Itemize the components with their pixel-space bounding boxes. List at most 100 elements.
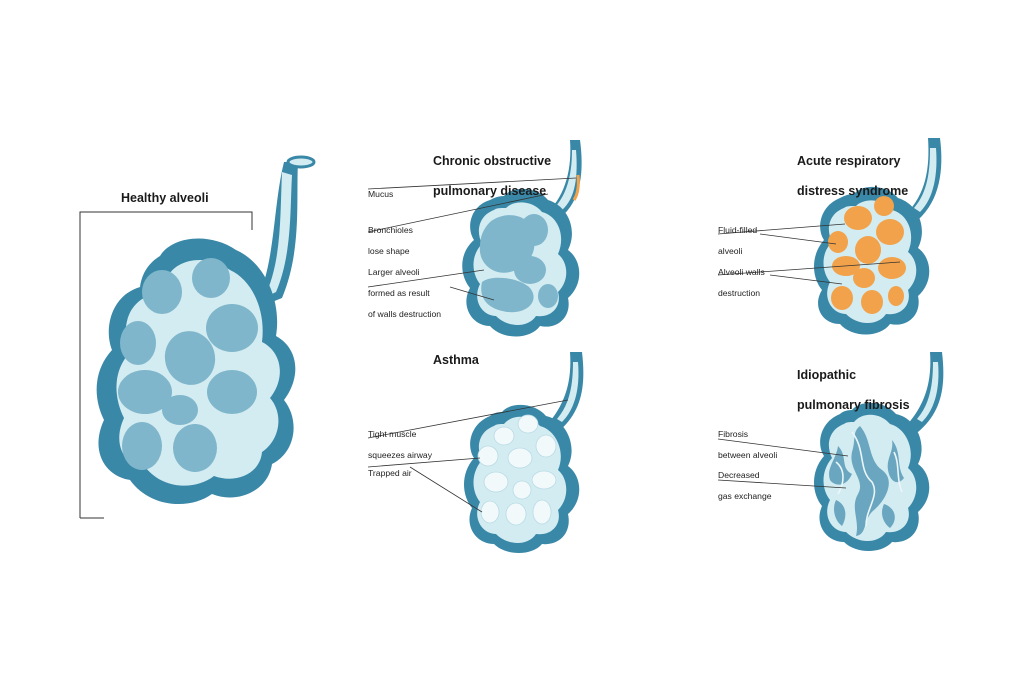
ards-fluid-alveolus [844,206,872,230]
ipf-fibrosis-text-1: Fibrosis [718,428,749,439]
copd-larger-text-1: Larger alveoli [368,266,420,277]
copd-bronchioles-label: Bronchioles lose shape [368,214,413,267]
asthma-alveolus [507,447,533,469]
ards-title: Acute respiratory distress syndrome [797,139,908,214]
ards-fluid-leader-2 [759,233,837,245]
ipf-fibrosis-band [829,446,852,485]
healthy-alveolus [192,258,230,298]
asthma-tight-text-1: Tight muscle [368,428,417,439]
copd-alveolus [514,256,546,284]
copd-alveolus [538,284,558,308]
ards-title-line2: distress syndrome [797,184,909,198]
ards-fluid-alveolus [853,268,875,288]
healthy-title: Healthy alveoli [121,191,209,205]
ards-alveoli-cluster [717,138,942,335]
ipf-fibrosis-band [882,504,895,528]
copd-enlarged-alveolus [481,277,534,313]
healthy-bracket [79,211,253,518]
copd-bronchioles-text-2: lose shape [368,245,410,256]
ards-walls-text-1: Alveoli walls [718,266,765,277]
healthy-alveolus [162,395,198,425]
ipf-wall-fold [893,451,903,493]
healthy-alveolus [122,422,162,470]
ards-walls-text-2: destruction [718,287,761,298]
ards-fluid-alveolus [878,257,906,279]
asthma-alveoli-cluster [367,352,584,553]
asthma-alveolus [477,445,499,467]
copd-larger-label: Larger alveoli formed as result of walls… [368,256,441,330]
ards-airway-lumen [914,148,937,212]
asthma-trapped-text: Trapped air [368,467,412,478]
asthma-alveolus [532,499,552,525]
asthma-airway-lumen [557,362,579,422]
ards-fluid-alveolus [861,290,883,314]
ards-fluid-alveolus [828,231,848,253]
asthma-trapped-label: Trapped air [368,457,412,489]
ipf-fibrosis-band [834,500,846,526]
asthma-alveolus [531,470,557,490]
healthy-alveolus [207,370,257,414]
copd-larger-leader-2 [449,286,495,301]
copd-mucus-label: Mucus [368,178,393,210]
ipf-gas-label: Decreased gas exchange [718,459,772,512]
ards-walls-leader-2 [769,274,843,285]
healthy-alveolus [118,370,172,414]
ipf-wall-fold [851,431,876,527]
ipf-fibrosis-label: Fibrosis between alveoli [718,418,777,471]
healthy-alveolus [120,321,156,365]
ards-fluid-label: Fluid-filled alveoli [718,214,757,267]
ipf-wall-fold [835,461,844,495]
asthma-alveolus [505,502,527,526]
copd-bronchioles-leader [367,193,549,233]
copd-larger-text-2: formed as result [368,287,430,298]
copd-larger-leader [367,269,485,288]
asthma-title: Asthma [433,353,479,367]
ipf-gas-leader [717,479,847,489]
asthma-alveolus [483,471,509,493]
ards-walls-leader [717,261,901,276]
asthma-tight-text-2: squeezes airway [368,449,433,460]
copd-title-line1: Chronic obstructive [433,154,552,168]
ipf-airway-lumen [917,362,939,422]
asthma-tight-label: Tight muscle squeezes airway [368,418,432,471]
ipf-fibrosis-text-2: between alveoli [718,449,778,460]
copd-alveolus [520,214,548,246]
ipf-alveoli-cluster [717,352,944,551]
copd-airway-lumen [556,150,577,210]
healthy-alveolus [142,270,182,314]
copd-mucus-text: Mucus [368,188,394,199]
asthma-trapped-leader-2 [409,466,483,513]
ards-fluid-alveolus [831,286,853,310]
ards-walls-label: Alveoli walls destruction [718,256,765,309]
ards-fluid-alveolus [876,219,904,245]
healthy-airway-lumen [264,172,292,298]
asthma-tight-leader [367,399,569,439]
ards-fluid-text-2: alveoli [718,245,743,256]
healthy-alveolus [164,331,216,385]
healthy-alveolus [206,304,258,352]
ards-fluid-alveolus [874,196,894,216]
asthma-trapped-leader [367,457,481,468]
healthy-alveolus [173,424,217,472]
ards-fluid-text-1: Fluid-filled [718,224,758,235]
asthma-alveolus [493,426,515,446]
ards-fluid-leader [717,223,846,235]
healthy-alveoli-cluster [79,155,316,519]
asthma-alveolus [535,434,557,458]
copd-mucus-leader [367,177,577,190]
ards-fluid-alveolus [855,236,881,264]
asthma-alveolus [512,480,532,500]
asthma-alveolus [480,500,500,524]
ipf-fibrosis-band [887,440,904,483]
healthy-airway-opening [286,155,316,169]
ipf-gas-text-1: Decreased [718,469,760,480]
ards-title-line1: Acute respiratory [797,154,901,168]
ipf-title-line1: Idiopathic [797,368,857,382]
copd-title: Chronic obstructive pulmonary disease [433,139,551,214]
copd-bronchioles-text-1: Bronchioles [368,224,413,235]
ipf-gas-text-2: gas exchange [718,490,772,501]
ipf-title: Idiopathic pulmonary fibrosis [797,353,910,428]
asthma-alveolus [517,414,539,434]
